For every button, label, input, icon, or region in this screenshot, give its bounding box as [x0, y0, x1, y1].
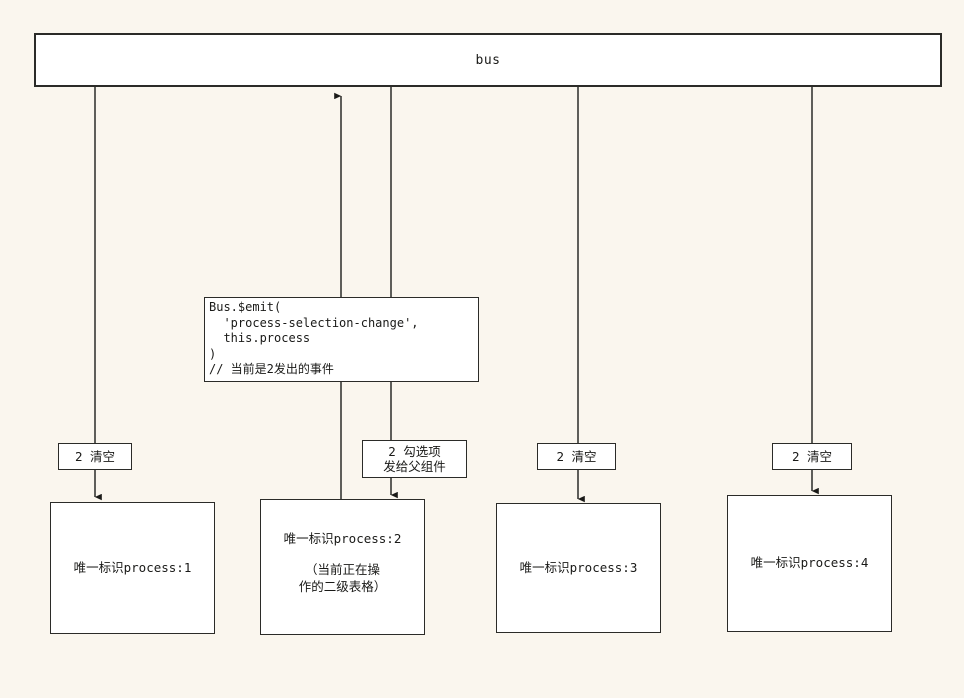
process-node-1[interactable]: 唯一标识process:1: [50, 502, 215, 634]
process-node-1-title: 唯一标识process:1: [73, 559, 192, 575]
edge-label-selection-to-parent: 2 勾选项 发给父组件: [362, 440, 467, 478]
process-node-3-title: 唯一标识process:3: [519, 559, 638, 575]
edge-label-clear-process-1: 2 清空: [58, 443, 132, 470]
process-node-2-note: （当前正在操 作的二级表格）: [298, 562, 387, 594]
process-node-4-title: 唯一标识process:4: [750, 555, 869, 571]
code-annotation-note: Bus.$emit( 'process-selection-change', t…: [204, 297, 479, 382]
process-node-4[interactable]: 唯一标识process:4: [727, 495, 892, 632]
process-node-2-title: 唯一标识process:2: [283, 531, 402, 546]
process-node-2[interactable]: 唯一标识process:2 （当前正在操 作的二级表格）: [260, 499, 425, 635]
process-node-3[interactable]: 唯一标识process:3: [496, 503, 661, 633]
edge-label-clear-process-3: 2 清空: [537, 443, 616, 470]
bus-node[interactable]: bus: [34, 33, 942, 87]
bus-label: bus: [475, 52, 501, 68]
edge-label-clear-process-4: 2 清空: [772, 443, 852, 470]
